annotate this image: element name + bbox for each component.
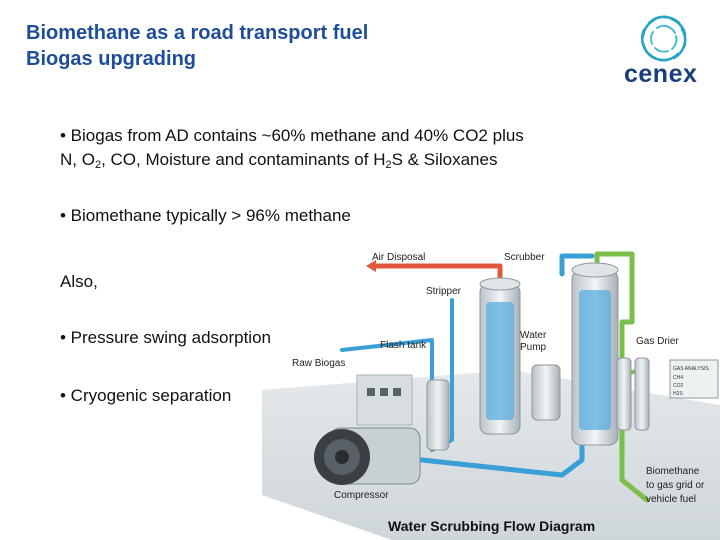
title-line-2: Biogas upgrading bbox=[26, 48, 196, 70]
cenex-logo-icon bbox=[641, 15, 687, 62]
air-disposal-arrow bbox=[366, 260, 376, 272]
label-h2s: H2S bbox=[673, 391, 683, 397]
label-scrubber: Scrubber bbox=[504, 252, 545, 263]
label-water-pump-2: Pump bbox=[520, 342, 547, 353]
biomethane-pipe bbox=[594, 251, 650, 503]
also-label: Also, bbox=[60, 272, 98, 291]
label-flash-tank: Flash tank bbox=[380, 340, 427, 351]
water-pump bbox=[531, 364, 561, 421]
subscript-h2: 2 bbox=[385, 159, 392, 171]
label-compressor: Compressor bbox=[334, 490, 389, 501]
water-scrubbing-diagram: Air Disposal Scrubber Stripper Flash tan… bbox=[262, 251, 720, 540]
label-gas-drier: Gas Drier bbox=[636, 336, 679, 347]
compressor-icon bbox=[314, 427, 421, 485]
label-biomethane-1: Biomethane bbox=[646, 466, 700, 477]
bullet-biomethane-purity: • Biomethane typically > 96% methane bbox=[60, 206, 351, 225]
gas-drier-right bbox=[634, 357, 650, 431]
label-air-disposal: Air Disposal bbox=[372, 252, 425, 263]
label-water-pump-1: Water bbox=[520, 330, 547, 341]
diagram-title: Water Scrubbing Flow Diagram bbox=[388, 518, 595, 534]
slide-title: Biomethane as a road transport fuel Biog… bbox=[26, 20, 368, 72]
text-co-moisture: , CO, Moisture and contaminants of H bbox=[101, 150, 386, 169]
flash-tank bbox=[426, 379, 450, 451]
label-raw-biogas: Raw Biogas bbox=[292, 358, 345, 369]
text-s-siloxanes: S & Siloxanes bbox=[391, 150, 498, 169]
gas-drier-left bbox=[616, 357, 632, 431]
air-disposal-pipe bbox=[369, 263, 503, 285]
label-gas-analysis: GAS ANALYSIS bbox=[673, 366, 709, 372]
bullet-biogas-contaminants: N, O2, CO, Moisture and contaminants of … bbox=[60, 146, 497, 179]
bullet-cryogenic: • Cryogenic separation bbox=[60, 386, 232, 405]
bullet-biogas-composition: • Biogas from AD contains ~60% methane a… bbox=[60, 126, 524, 145]
title-line-1: Biomethane as a road transport fuel bbox=[26, 22, 369, 44]
label-ch4: CH4 bbox=[673, 375, 683, 381]
water-return-pipe bbox=[559, 253, 595, 277]
bullet-pressure-swing: • Pressure swing adsorption bbox=[60, 328, 271, 347]
label-biomethane-2: to gas grid or bbox=[646, 480, 705, 491]
subscript-o2: 2 bbox=[94, 159, 102, 171]
label-co2: CO2 bbox=[673, 383, 684, 389]
gas-analysis-panel bbox=[669, 359, 719, 399]
raw-biogas-pipe bbox=[340, 338, 434, 382]
control-cabinet bbox=[356, 374, 413, 426]
label-biomethane-3: vehicle fuel bbox=[646, 494, 696, 505]
label-stripper: Stripper bbox=[426, 286, 462, 297]
text-n-o: N, O bbox=[60, 150, 95, 169]
cenex-logo-text: cenex bbox=[624, 60, 698, 88]
